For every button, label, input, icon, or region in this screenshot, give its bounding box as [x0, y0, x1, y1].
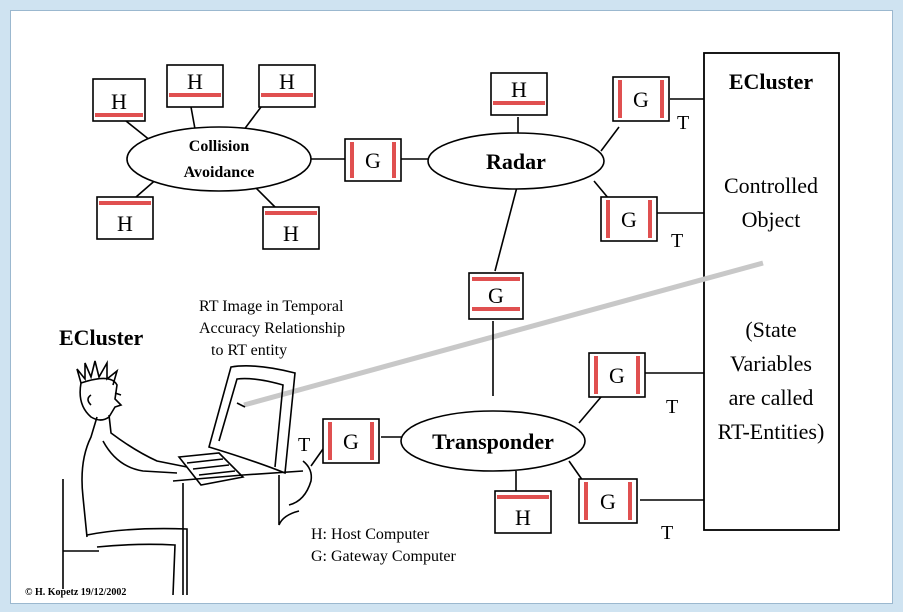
state-label-3: are called [729, 385, 814, 410]
svg-text:G: G [600, 489, 616, 514]
computer-sketch [172, 365, 313, 595]
controlled-label-1: Controlled [724, 173, 818, 198]
host-box: H [258, 64, 316, 108]
controlled-label-2: Object [742, 207, 801, 232]
gateway-box: G [344, 138, 402, 182]
svg-text:G: G [343, 429, 359, 454]
gateway-box: G [612, 76, 670, 122]
svg-text:H: H [515, 505, 531, 530]
gateway-box: G [322, 418, 380, 464]
operator-sketch [62, 359, 188, 596]
rt-image-label-2: Accuracy Relationship [199, 320, 345, 337]
transponder-node: Transponder [400, 410, 586, 472]
state-label-1: (State [745, 317, 796, 342]
radar-label: Radar [486, 149, 546, 174]
host-box: H [92, 78, 146, 122]
terminal-label: T [661, 522, 673, 544]
svg-text:H: H [111, 89, 127, 114]
svg-text:H: H [283, 221, 299, 246]
host-box: H [494, 490, 552, 534]
svg-text:G: G [609, 363, 625, 388]
gateway-box: G [588, 352, 646, 398]
copyright-note: © H. Kopetz 19/12/2002 [25, 587, 126, 598]
diagram-frame: ECluster Controlled Object (State Variab… [10, 10, 893, 604]
transponder-label: Transponder [432, 429, 554, 454]
svg-text:G: G [621, 207, 637, 232]
collision-avoidance-node: Collision Avoidance [126, 126, 312, 192]
host-box: H [166, 64, 224, 108]
controlled-object-box [703, 52, 840, 531]
svg-text:H: H [117, 211, 133, 236]
rt-image-label-3: to RT entity [211, 342, 287, 359]
legend-host: H: Host Computer [311, 526, 430, 543]
host-box: H [490, 72, 548, 116]
svg-text:G: G [488, 283, 504, 308]
svg-text:H: H [279, 69, 295, 94]
radar-node: Radar [427, 132, 605, 190]
rt-image-label-1: RT Image in Temporal [199, 298, 344, 315]
gateway-box: G [578, 478, 638, 524]
collision-label-2: Avoidance [184, 164, 255, 181]
terminal-label: T [671, 230, 683, 252]
terminal-label: T [298, 434, 310, 456]
collision-label-1: Collision [189, 138, 250, 155]
svg-text:H: H [511, 77, 527, 102]
host-box: H [262, 206, 320, 250]
left-cluster-title: ECluster [59, 325, 144, 350]
right-cluster-title: ECluster [729, 69, 814, 94]
svg-text:G: G [365, 148, 381, 173]
state-label-4: RT-Entities) [718, 419, 825, 444]
gateway-box: G [600, 196, 658, 242]
gateway-box: G [468, 272, 524, 320]
legend-gateway: G: Gateway Computer [311, 548, 457, 565]
svg-text:H: H [187, 69, 203, 94]
terminal-label: T [666, 396, 678, 418]
host-box: H [96, 196, 154, 240]
terminal-label: T [677, 112, 689, 134]
svg-text:G: G [633, 87, 649, 112]
state-label-2: Variables [730, 351, 812, 376]
diagram-canvas: ECluster Controlled Object (State Variab… [25, 52, 840, 598]
temporal-accuracy-line [243, 260, 764, 408]
